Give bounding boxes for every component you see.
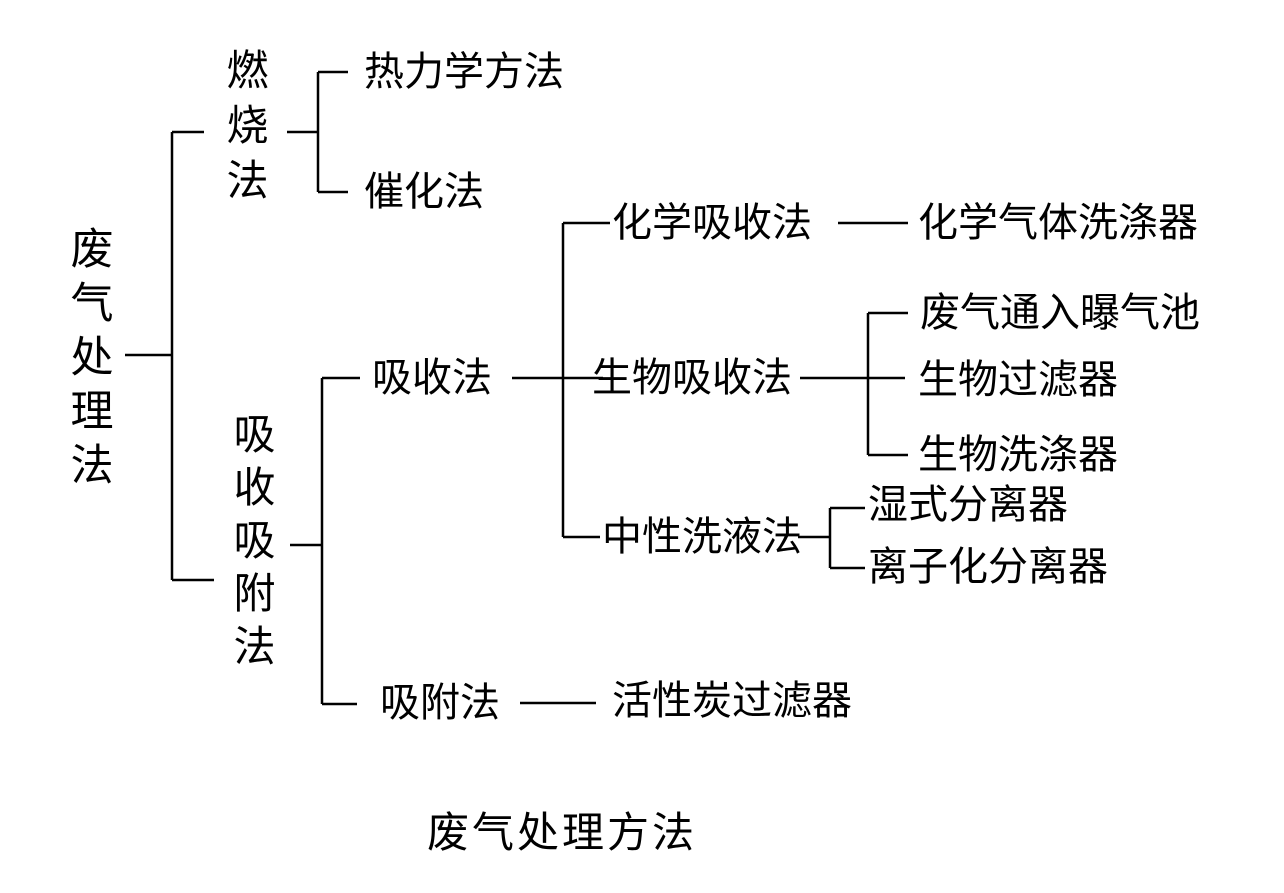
node-bio-filter: 生物过滤器	[918, 357, 1118, 403]
node-thermodynamic-method: 热力学方法	[364, 49, 564, 95]
node-chemical-gas-scrubber: 化学气体洗涤器	[918, 200, 1198, 246]
node-absorption-method: 吸收法	[372, 355, 492, 401]
node-wet-separator: 湿式分离器	[868, 482, 1068, 528]
node-waste-gas-treatment: 废气处理法	[63, 226, 113, 496]
node-aeration-tank: 废气通入曝气池	[920, 290, 1200, 336]
node-ionization-separator: 离子化分离器	[868, 544, 1108, 590]
node-biological-absorption: 生物吸收法	[592, 355, 792, 401]
node-absorption-adsorption-method: 吸收吸附法	[227, 412, 276, 677]
node-chemical-absorption: 化学吸收法	[612, 200, 812, 246]
node-bio-scrubber: 生物洗涤器	[918, 432, 1118, 478]
diagram-caption: 废气处理方法	[426, 808, 697, 857]
node-adsorption-method: 吸附法	[380, 680, 500, 726]
node-combustion-method: 燃烧法	[220, 48, 269, 213]
node-neutral-wash-method: 中性洗液法	[602, 514, 802, 560]
node-activated-carbon-filter: 活性炭过滤器	[612, 678, 852, 724]
node-catalytic-method: 催化法	[364, 169, 484, 215]
